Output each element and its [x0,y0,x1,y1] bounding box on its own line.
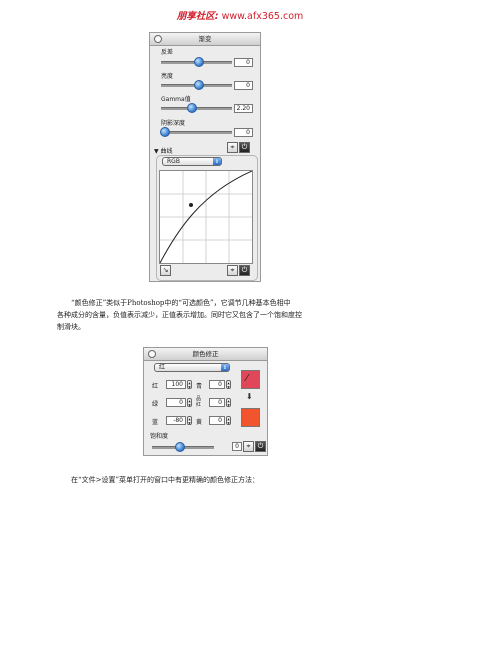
saturation-power-button[interactable]: ⏻ [255,441,266,452]
green-stepper[interactable]: ▲▼ [187,398,192,407]
source-color-swatch[interactable]: ⁄ [241,370,260,389]
updown-arrow-icon: ⇕ [221,364,229,371]
blue-label: 蓝 [152,419,159,426]
power-icon: ⏻ [241,266,248,274]
contrast-slider-knob[interactable] [194,57,204,67]
power-button[interactable]: ⏻ [239,142,250,153]
watermark: 朋享社区: www.afx365.com [0,8,480,22]
eyedropper-icon: ⌖ [230,143,235,151]
curve-line[interactable] [159,170,253,264]
green-value[interactable]: 0 [166,398,186,407]
channel-select[interactable]: RGB ⇕ [162,157,222,166]
curve-graph[interactable] [159,170,253,264]
magenta-value[interactable]: 0 [209,398,225,407]
contrast-label: 反差 [161,49,174,56]
power-icon: ⏻ [241,143,248,151]
color-panel-title: 颜色修正 [192,350,219,358]
watermark-logo: 朋享社区: [176,11,219,22]
curve-group [156,155,258,281]
curve-toggle[interactable]: ▼ 曲线 [154,146,173,155]
description-paragraph: “颜色修正”类似于Photoshop中的“可选颜色”，它调节几种基本色相中 各种… [57,297,417,333]
saturation-label: 饱和度 [150,433,169,440]
disclosure-triangle-icon: ▼ [154,148,159,155]
yellow-stepper[interactable]: ▲▼ [226,416,231,425]
shadow-depth-value[interactable]: 0 [234,128,253,137]
yellow-label: 黄 [196,419,203,426]
paragraph-line: “颜色修正”类似于Photoshop中的“可选颜色”，它调节几种基本色相中 [71,299,291,307]
channel-select-value: RGB [167,158,180,165]
magenta-stepper[interactable]: ▲▼ [226,398,231,407]
contrast-value[interactable]: 0 [234,58,253,67]
saturation-eyedropper-button[interactable]: ⌖ [243,441,254,452]
blue-stepper[interactable]: ▲▼ [187,416,192,425]
gamma-value[interactable]: 2.20 [234,104,253,113]
curve-reset-button[interactable]: ↘ [160,265,171,276]
shadow-depth-slider-knob[interactable] [160,127,170,137]
close-icon[interactable] [148,350,156,358]
gamma-slider-knob[interactable] [187,103,197,113]
result-color-swatch [241,408,260,427]
close-icon[interactable] [154,35,162,43]
paragraph-line: 制滑块。 [57,323,85,331]
gradient-panel-title: 渐变 [198,35,212,43]
magenta-label: 品红 [196,396,202,408]
brightness-slider-knob[interactable] [194,80,204,90]
eyedropper-icon: ⁄ [246,373,248,384]
red-stepper[interactable]: ▲▼ [187,380,192,389]
yellow-value[interactable]: 0 [209,416,225,425]
red-value[interactable]: 100 [166,380,186,389]
red-label: 红 [152,383,159,390]
saturation-slider-knob[interactable] [175,442,185,452]
shadow-depth-label: 阴影深度 [161,120,186,127]
color-panel-titlebar: 颜色修正 [144,348,267,361]
brightness-value[interactable]: 0 [234,81,253,90]
curve-power-button[interactable]: ⏻ [239,265,250,276]
gradient-panel-titlebar: 渐变 [150,33,260,46]
color-select-value: 红 [159,364,166,371]
down-arrow-icon: ⬇ [246,392,253,401]
eyedropper-icon: ⌖ [230,266,235,274]
gamma-label: Gamma值 [161,96,191,103]
power-icon: ⏻ [257,442,264,450]
cyan-label: 青 [196,383,203,390]
curve-control-point[interactable] [189,203,193,207]
watermark-url: www.afx365.com [221,11,304,22]
cyan-value[interactable]: 0 [209,380,225,389]
eyedropper-icon: ⌖ [246,442,251,450]
updown-arrow-icon: ⇕ [213,158,221,165]
color-correction-panel: 颜色修正 红 ⇕ 红 100 ▲▼ 青 0 ▲▼ 绿 0 ▲▼ 品红 0 ▲▼ … [143,347,268,456]
green-label: 绿 [152,401,159,408]
curve-graph-svg [159,170,253,264]
eyedropper-button[interactable]: ⌖ [227,142,238,153]
saturation-value[interactable]: 0 [232,442,242,451]
shadow-depth-slider[interactable] [161,131,232,134]
curve-grid [160,171,252,263]
paragraph-line: 各种成分的含量，负值表示减少，正值表示增加。同时它又包含了一个饱和度控 [57,311,302,319]
curve-toggle-label: 曲线 [160,148,173,155]
cyan-stepper[interactable]: ▲▼ [226,380,231,389]
blue-value[interactable]: -80 [166,416,186,425]
color-select[interactable]: 红 ⇕ [154,363,230,372]
diagonal-arrow-icon: ↘ [162,266,169,274]
curve-eyedropper-button[interactable]: ⌖ [227,265,238,276]
brightness-label: 亮度 [161,73,174,80]
gradient-panel: 渐变 反差 0 亮度 0 Gamma值 2.20 阴影深度 0 ▼ 曲线 ⌖ ⏻… [149,32,261,282]
method-paragraph: 在“文件>设置”菜单打开的窗口中有更精确的颜色修正方法： [71,476,260,484]
